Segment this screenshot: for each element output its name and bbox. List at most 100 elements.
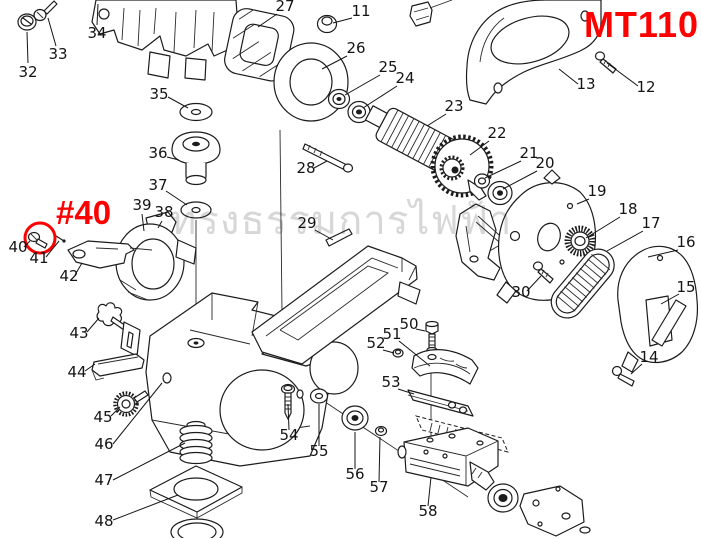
part-leader-26 (321, 55, 348, 70)
part-label-25: 25 (378, 58, 397, 76)
part-41-pin-drawing (55, 235, 66, 243)
part-label-41: 41 (29, 249, 48, 267)
part-label-26: 26 (346, 39, 365, 57)
part-36-knob-drawing (171, 131, 221, 186)
part-leader-47 (112, 442, 186, 481)
highlight-part-label: #40 (56, 194, 112, 231)
part-43-wing-lever-drawing (96, 302, 141, 357)
highlight-circle (23, 221, 57, 255)
part-label-23: 23 (444, 97, 463, 115)
drum-shaft-bearing-plate-drawing (469, 461, 591, 537)
part-40-screw-drawing (27, 231, 48, 249)
part-32-cap-drawing (17, 13, 37, 31)
part-47-spring-drawing (179, 420, 213, 465)
part-26-ring-drawing (273, 42, 349, 122)
part-leader-20 (502, 170, 538, 190)
rear-base-tray-drawing (251, 245, 421, 365)
part-20-bearing-drawing (487, 180, 513, 206)
part-label-20: 20 (535, 154, 554, 172)
part-leader-22 (469, 140, 490, 156)
part-37-washer-drawing (180, 201, 212, 219)
part-44-bracket-drawing (91, 353, 145, 381)
part-label-29: 29 (297, 214, 316, 232)
part-45-knob-drawing (113, 390, 149, 417)
part-label-37: 37 (148, 176, 167, 194)
part-leader-14 (630, 363, 643, 375)
part-leader-40 (23, 240, 31, 248)
part-39-front-grip-clamp-drawing (115, 211, 197, 301)
part-label-30: 30 (511, 283, 530, 301)
part-34-motor-housing-drawing (91, 0, 239, 81)
part-leader-48 (112, 494, 179, 521)
part-label-22: 22 (487, 124, 506, 142)
part-label-11: 11 (351, 2, 370, 20)
part-leader-19 (576, 198, 590, 205)
part-label-52: 52 (366, 334, 385, 352)
part-leader-32 (26, 31, 29, 64)
part-label-40: 40 (8, 238, 27, 256)
part-leader-39 (141, 213, 145, 232)
part-11-ring-drawing (316, 14, 338, 34)
part-51-clamp-plate-drawing (411, 349, 479, 385)
part-label-46: 46 (94, 435, 113, 453)
part-12-screw-drawing (594, 51, 617, 74)
part-56-bearing-drawing (341, 405, 369, 431)
part-label-57: 57 (369, 478, 388, 496)
part-leader-11 (332, 17, 353, 24)
part-leader-16 (647, 249, 679, 258)
part-label-58: 58 (418, 502, 437, 520)
part-25-bearing-drawing (327, 88, 351, 110)
part-leader-25 (344, 74, 381, 96)
part-label-33: 33 (48, 45, 67, 63)
part-leader-33 (47, 17, 57, 47)
part-label-53: 53 (381, 373, 400, 391)
part-leader-15 (660, 293, 680, 305)
part-label-21: 21 (519, 144, 538, 162)
part-leader-52 (382, 349, 395, 354)
part-label-36: 36 (148, 144, 167, 162)
part-49-ring-drawing (170, 518, 224, 538)
part-leader-46 (112, 382, 163, 445)
part-50-bolt-drawing (425, 320, 439, 354)
part-label-39: 39 (132, 196, 151, 214)
part-leader-50 (415, 328, 426, 332)
part-label-32: 32 (18, 63, 37, 81)
part-28-screw-drawing (302, 143, 354, 173)
part-leader-12 (606, 62, 639, 87)
part-labels-layer: 1112131415161718192021222324252627282930… (8, 0, 695, 530)
part-16-belt-cover-drawing (617, 245, 699, 373)
part-leader-58 (427, 476, 432, 507)
part-leader-36 (166, 156, 180, 161)
part-label-12: 12 (636, 78, 655, 96)
part-label-48: 48 (94, 512, 113, 530)
part-label-34: 34 (87, 24, 106, 42)
part-label-50: 50 (399, 315, 418, 333)
part-leader-27 (257, 13, 278, 28)
brush-holder-drawing (409, 0, 453, 27)
part-17-belt-drawing (550, 248, 615, 319)
part-label-27: 27 (275, 0, 294, 15)
part-leader-28 (313, 160, 328, 169)
part-55-washer-drawing (309, 388, 329, 404)
part-label-38: 38 (154, 203, 173, 221)
part-label-43: 43 (69, 324, 88, 342)
part-29-plate-drawing (325, 228, 353, 247)
part-label-14: 14 (639, 348, 658, 366)
part-label-15: 15 (676, 278, 695, 296)
part-15-strip-drawing (651, 299, 687, 347)
part-label-18: 18 (618, 200, 637, 218)
part-27-stator-drawing (224, 8, 295, 82)
part-leader-43 (86, 317, 100, 333)
part-label-17: 17 (641, 214, 660, 232)
part-label-44: 44 (67, 363, 86, 381)
part-leader-18 (585, 216, 621, 239)
part-14-screw-drawing (611, 365, 635, 387)
part-leader-54 (287, 403, 290, 431)
part-label-47: 47 (94, 471, 113, 489)
part-label-24: 24 (395, 69, 414, 87)
part-leader-37 (165, 190, 188, 206)
part-leader-30 (526, 275, 542, 292)
part-18-pulley-drawing (564, 225, 596, 257)
